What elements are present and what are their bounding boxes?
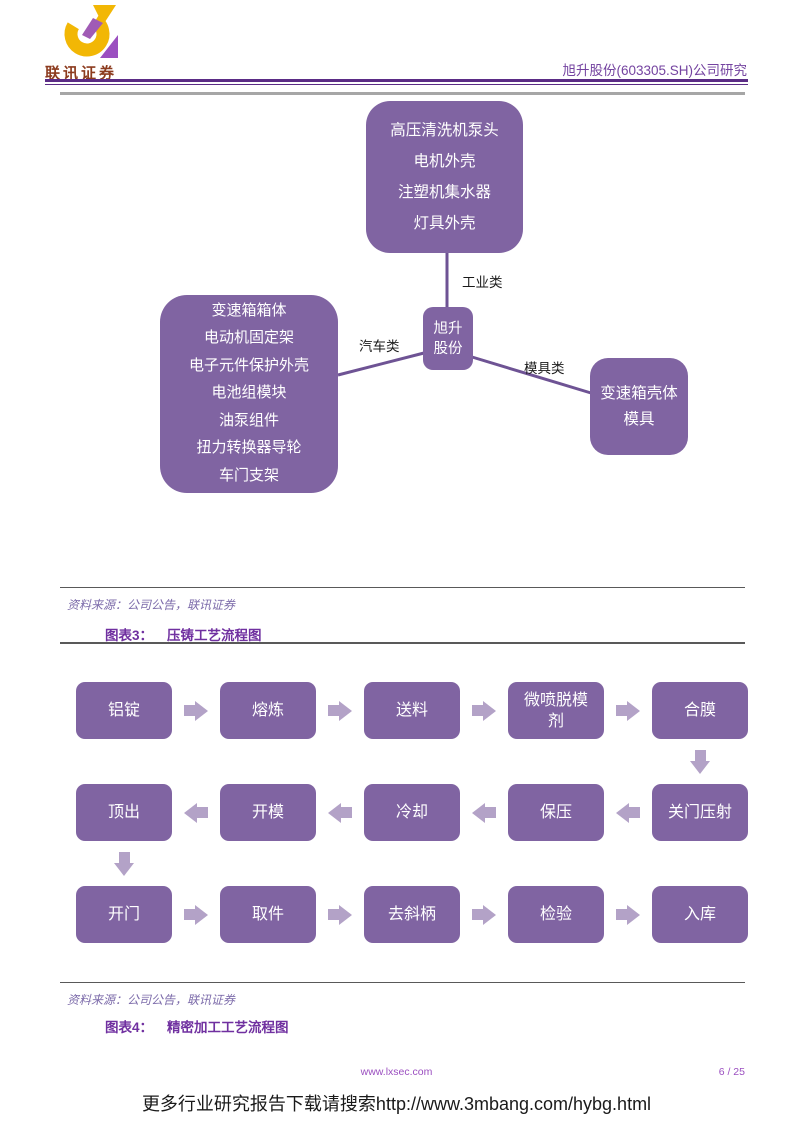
product-category-diagram: 高压清洗机泵头 电机外壳 注塑机集水器 灯具外壳 变速箱箱体 电动机固定架 电子… (0, 95, 793, 587)
industrial-product: 注塑机集水器 (397, 184, 491, 201)
flow-step: 合膜 (652, 682, 748, 739)
flow-step: 铝锭 (76, 682, 172, 739)
arrow-left-icon (172, 784, 220, 841)
figure3-title: 压铸工艺流程图 (167, 628, 262, 643)
automotive-product: 电子元件保护外壳 (188, 357, 309, 374)
industrial-product: 灯具外壳 (413, 215, 476, 232)
mold-product: 模具 (623, 410, 655, 428)
industrial-product: 高压清洗机泵头 (390, 122, 499, 139)
arrow-left-icon (604, 784, 652, 841)
flow-step: 保压 (508, 784, 604, 841)
automotive-product: 电动机固定架 (203, 330, 294, 347)
flow-step: 冷却 (364, 784, 460, 841)
industrial-products-node: 高压清洗机泵头 电机外壳 注塑机集水器 灯具外壳 (366, 101, 523, 253)
automotive-product: 电池组模块 (211, 385, 287, 402)
arrow-right-icon (460, 682, 508, 739)
arrow-right-icon (460, 886, 508, 943)
arrow-right-icon (604, 682, 652, 739)
mold-product: 变速箱壳体 (600, 384, 678, 402)
arrow-right-icon (316, 886, 364, 943)
flow-step: 顶出 (76, 784, 172, 841)
header-divider (45, 79, 748, 85)
automotive-product: 车门支架 (218, 467, 279, 484)
automotive-product: 油泵组件 (218, 412, 279, 429)
figure4-heading: 图表4： 精密加工工艺流程图 (105, 1016, 289, 1036)
footer-website-link[interactable]: www.lxsec.com (360, 1066, 433, 1078)
company-logo: 联讯证券 (45, 4, 165, 83)
flow-step: 开模 (220, 784, 316, 841)
flow-step: 开门 (76, 886, 172, 943)
company-name-line: 旭升 (433, 320, 463, 337)
figure-top-border (60, 92, 745, 95)
arrow-down-icon (652, 739, 748, 784)
edge-label-industrial: 工业类 (462, 275, 503, 290)
automotive-products-node: 变速箱箱体 电动机固定架 电子元件保护外壳 电池组模块 油泵组件 扭力转换器导轮… (160, 295, 338, 493)
edge-label-mold: 模具类 (524, 361, 565, 376)
company-center-node: 旭升 股份 (423, 307, 473, 370)
arrow-down-icon (76, 841, 172, 886)
figure4-title: 精密加工工艺流程图 (167, 1020, 289, 1035)
company-logo-text: 联讯证券 (45, 65, 118, 82)
figure3-heading: 图表3： 压铸工艺流程图 (105, 624, 262, 644)
diagram-connector-lines (337, 253, 592, 395)
mold-products-node: 变速箱壳体 模具 (590, 358, 688, 455)
flow-step: 熔炼 (220, 682, 316, 739)
flow-step: 取件 (220, 886, 316, 943)
arrow-right-icon (316, 682, 364, 739)
arrow-right-icon (172, 682, 220, 739)
page-number: 6 / 25 (718, 1066, 745, 1078)
company-name-line: 股份 (433, 340, 463, 357)
flow-step: 送料 (364, 682, 460, 739)
industrial-product: 电机外壳 (413, 153, 476, 170)
flow-step: 关门压射 (652, 784, 748, 841)
report-title: 旭升股份(603305.SH)公司研究 (562, 63, 747, 78)
figure3-top-border (60, 642, 745, 644)
arrow-right-icon (604, 886, 652, 943)
company-logo-icon (64, 5, 118, 58)
arrow-right-icon (172, 886, 220, 943)
watermark-download-link[interactable]: 更多行业研究报告下载请搜索http://www.3mbang.com/hybg.… (141, 1094, 652, 1114)
flow-step: 微喷脱模剂 (508, 682, 604, 739)
figure4-label: 图表4： (105, 1020, 154, 1035)
figure-bottom-border (60, 587, 745, 588)
arrow-left-icon (316, 784, 364, 841)
arrow-left-icon (460, 784, 508, 841)
source-note: 资料来源：公司公告，联讯证券 (67, 598, 236, 612)
automotive-product: 变速箱箱体 (211, 302, 287, 319)
die-casting-flowchart: 铝锭 熔炼 送料 微喷脱模剂 合膜 顶出 开模 冷却 保压 关门压射 开门 取件… (76, 682, 748, 943)
flowchart-bottom-border (60, 982, 745, 983)
flow-step: 去斜柄 (364, 886, 460, 943)
figure3-label: 图表3： (105, 628, 154, 643)
edge-label-automotive: 汽车类 (359, 339, 400, 354)
automotive-product: 扭力转换器导轮 (196, 440, 302, 457)
source-note: 资料来源：公司公告，联讯证券 (67, 993, 236, 1007)
flow-step: 入库 (652, 886, 748, 943)
flow-step: 检验 (508, 886, 604, 943)
